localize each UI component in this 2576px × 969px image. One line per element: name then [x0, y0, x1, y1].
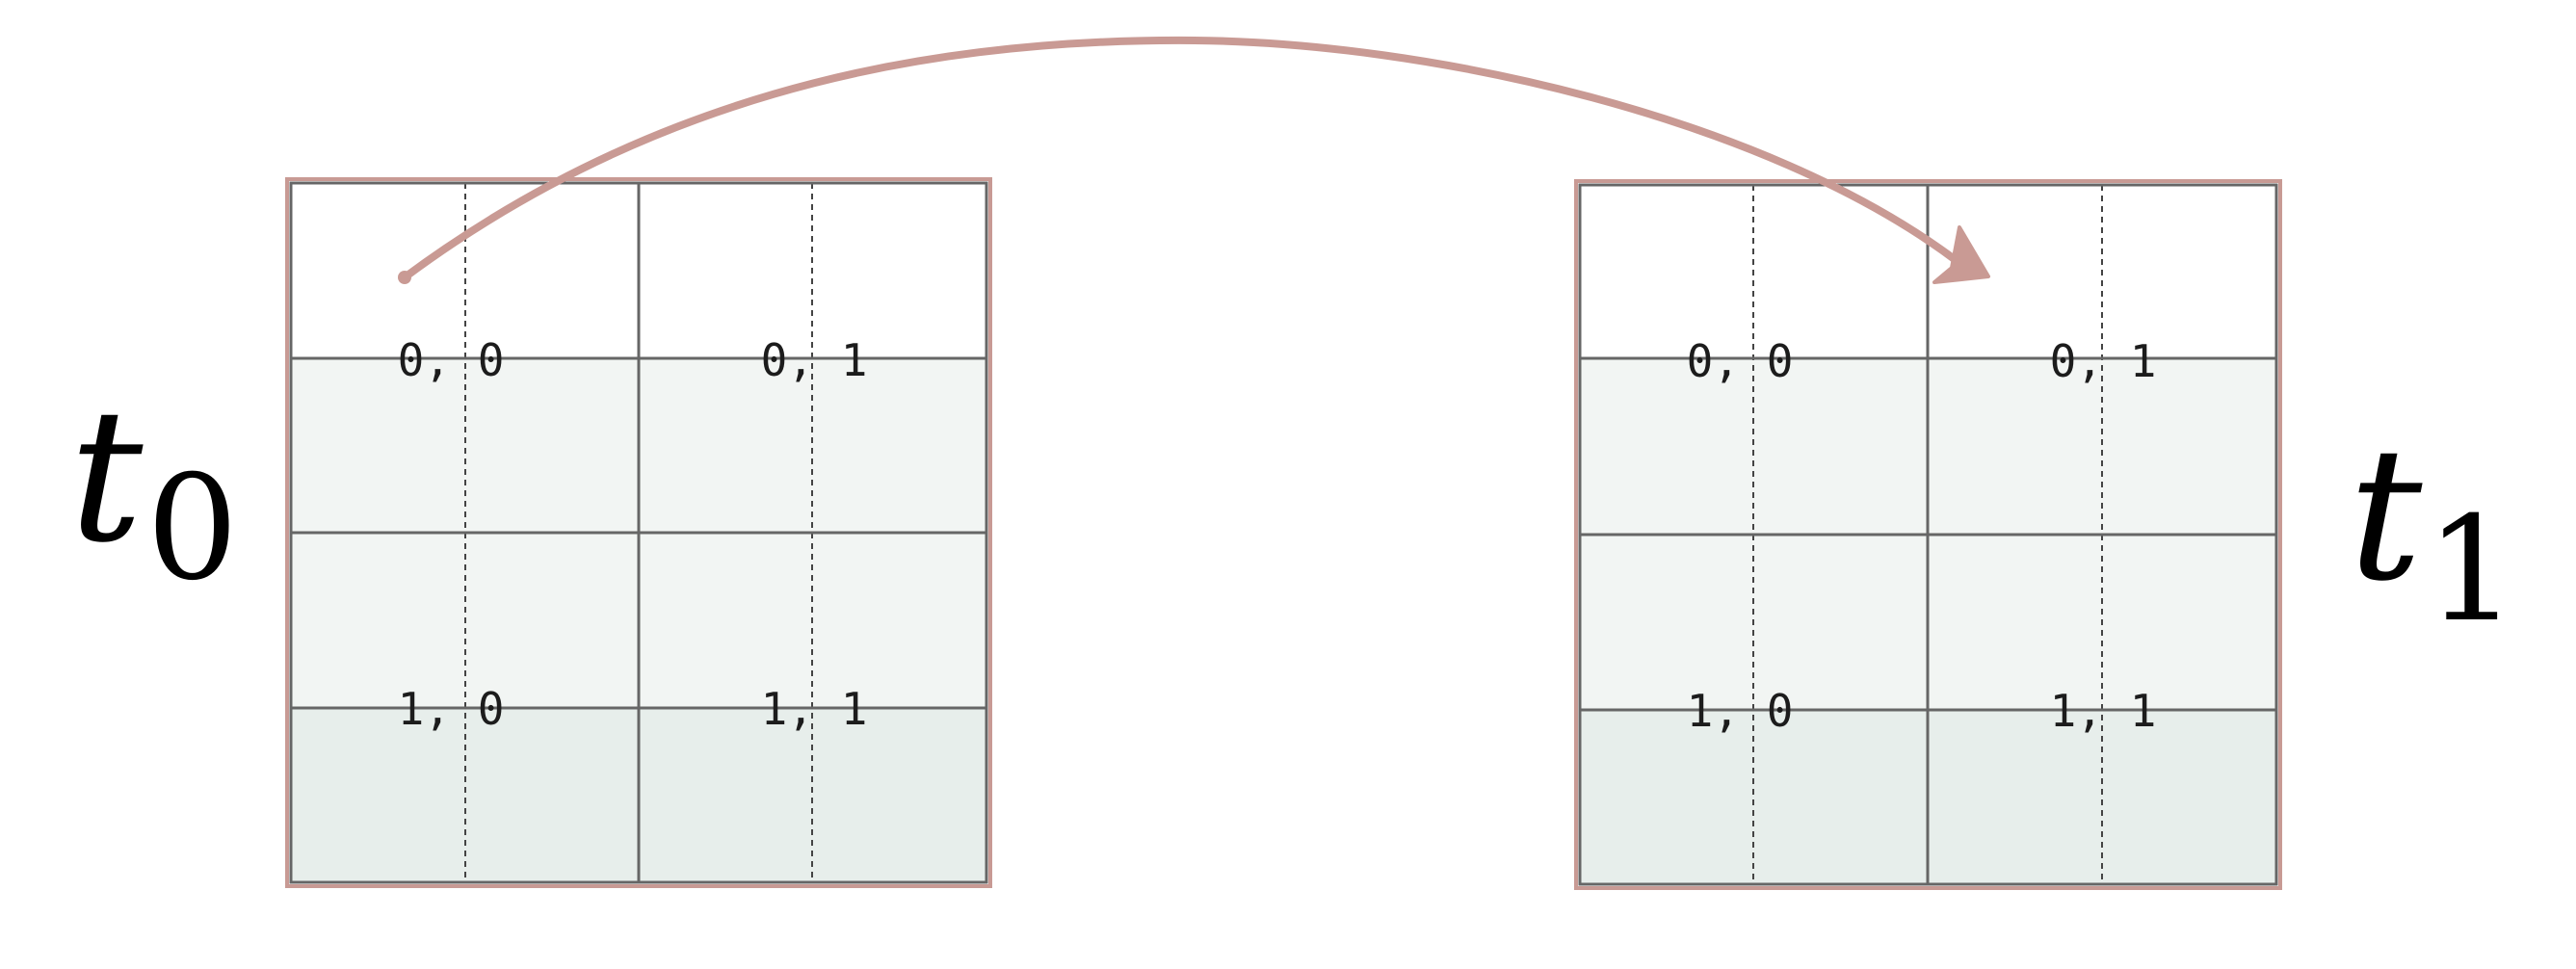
grid-t0-frame — [285, 177, 992, 888]
time-label-t1: t 1 — [2349, 408, 2517, 654]
grid-t1-inner-border — [1578, 183, 2278, 886]
grid-t0-cell-label: 0, 0 — [398, 334, 505, 386]
time-label-t0-subscript: 0 — [146, 445, 238, 613]
grid-t0-cell-label: 0, 1 — [761, 334, 868, 386]
arrow-curve — [401, 36, 1959, 281]
grid-t0-cell-label: 1, 1 — [761, 683, 868, 735]
time-label-t0-var: t — [69, 370, 144, 583]
grid-t0-inner-border — [289, 181, 988, 884]
time-label-t1-var: t — [2349, 408, 2423, 621]
grid-t1-cell-label: 0, 0 — [1687, 335, 1794, 387]
arrow-head — [1932, 225, 1990, 284]
grid-t1-cell-label: 1, 0 — [1687, 685, 1794, 737]
grid-t1-frame — [1574, 179, 2282, 890]
grid-t0: 0, 0 0, 1 1, 0 1, 1 — [285, 177, 992, 888]
transition-arrow — [398, 36, 1990, 284]
grid-t1: 0, 0 0, 1 1, 0 1, 1 — [1574, 179, 2282, 890]
time-label-t1-subscript: 1 — [2426, 486, 2517, 654]
grid-t1-cell-label: 0, 1 — [2050, 335, 2157, 387]
time-label-t0: t 0 — [69, 370, 238, 613]
grid-t1-cell-label: 1, 1 — [2050, 685, 2157, 737]
grid-t0-cell-label: 1, 0 — [398, 683, 505, 735]
